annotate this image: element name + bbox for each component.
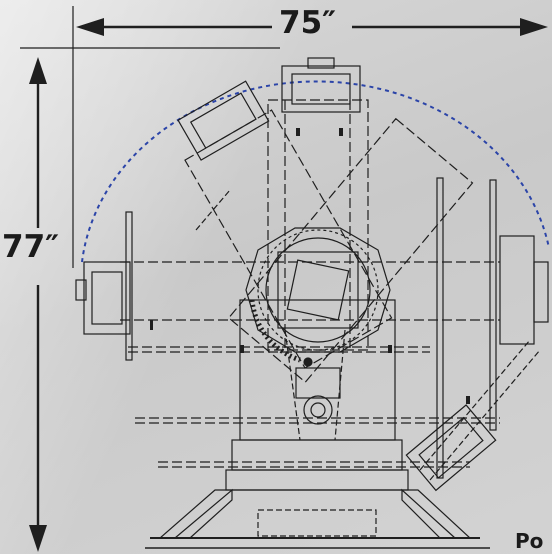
yoke-octagon — [245, 227, 391, 353]
yoke-frame — [277, 251, 359, 329]
camera-top-inner — [291, 73, 351, 105]
bracket — [296, 128, 300, 136]
shaft-diag-1 — [195, 189, 231, 231]
gear-ring — [257, 229, 379, 351]
pier-collar — [231, 439, 403, 471]
camera-lower-right-box — [405, 404, 497, 492]
camera-left-end — [75, 261, 131, 335]
tube-left-tilt-position — [184, 109, 393, 369]
counterweight-shafts — [125, 177, 541, 481]
shaft-left-1 — [125, 211, 133, 361]
bracket — [466, 396, 470, 404]
camera-right-end-box — [499, 235, 535, 345]
bracket — [150, 320, 153, 330]
shaft-right-1 — [436, 177, 444, 479]
width-arrowhead-left — [76, 18, 104, 36]
central-yoke — [245, 227, 391, 363]
shaft-right-2 — [489, 179, 497, 431]
width-dimension — [72, 6, 548, 268]
drive-motor — [284, 329, 346, 441]
camera-top-box — [281, 65, 361, 113]
drive-linkage-left — [284, 329, 301, 441]
tube-left-camera — [177, 80, 270, 161]
height-arrowhead-top — [29, 57, 47, 84]
tube-tilted-left — [184, 109, 393, 369]
shaft-diag-2 — [419, 339, 531, 471]
tube-tilted-right — [227, 117, 474, 383]
height-dimension-label: 77″ — [2, 229, 59, 265]
drive-pinion-hub — [310, 402, 326, 418]
small-brackets — [150, 128, 470, 404]
drive-gear-segment — [249, 299, 301, 363]
pier-base — [145, 299, 490, 549]
camera-top-cap — [307, 57, 335, 69]
camera-right-end — [499, 235, 549, 345]
tube-top-camera — [281, 57, 361, 113]
tube-vertical — [267, 99, 369, 351]
height-dimension — [20, 47, 280, 552]
width-dimension-label: 75″ — [279, 5, 336, 41]
camera-left-box — [177, 80, 270, 161]
camera-left-end-box — [83, 261, 131, 335]
swing-arc — [81, 80, 550, 263]
height-arrowhead-bottom — [29, 525, 47, 552]
camera-left-inner — [189, 92, 257, 149]
drive-linkage-right — [334, 329, 346, 441]
yoke-cradle — [286, 259, 350, 321]
camera-left-end-inner — [91, 271, 123, 325]
bearing-ring — [265, 237, 371, 343]
width-arrowhead-right — [520, 18, 548, 36]
base-frame — [158, 489, 472, 539]
tube-right-tilt-position — [227, 117, 474, 383]
pier-plate — [225, 469, 409, 491]
horizontal-rails — [128, 346, 500, 468]
camera-right-end-cap — [533, 261, 549, 323]
bracket — [388, 345, 392, 353]
drive-housing — [295, 367, 341, 399]
base-motor-box — [257, 509, 377, 537]
corner-caption-text: Po — [515, 529, 544, 553]
drive-bolt — [303, 357, 313, 367]
base-brace-left — [173, 488, 233, 539]
bracket — [240, 345, 244, 353]
pier-column — [239, 299, 396, 441]
drive-pinion — [303, 395, 333, 425]
shaft-diag-3 — [429, 349, 541, 481]
camera-lower-right-inner — [418, 416, 484, 479]
base-brace-right — [401, 488, 457, 539]
tube-top-position — [267, 99, 369, 351]
camera-left-end-cap — [75, 279, 87, 301]
bracket — [339, 128, 343, 136]
